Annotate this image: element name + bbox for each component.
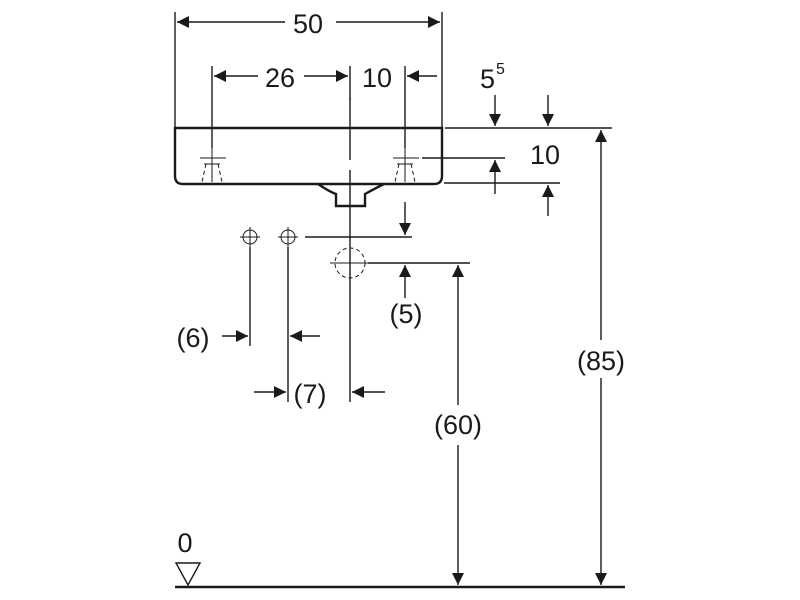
dimension-width-left: 26 [211,63,351,148]
dimension-tap-depth: 5 5 [422,61,612,194]
supply-point-right [278,227,298,402]
dimension-label: 26 [265,63,295,93]
dimension-label-exponent: 5 [496,61,505,78]
dimension-supply-offset: (5) [305,202,470,329]
dimension-supply-spacing-a: (6) [177,323,320,353]
basin-outline [173,98,444,282]
dimension-label: 0 [177,528,192,558]
dimension-label: 50 [293,9,323,39]
dimension-label: (85) [577,346,625,376]
dimension-label: 10 [362,63,392,93]
dimension-drain-height: (60) [434,265,482,585]
level-triangle-icon [174,562,202,587]
floor-level-marker: 0 [174,528,202,587]
tap-hole-right [393,148,419,183]
drain-spout [317,182,385,208]
supply-point-left [240,227,260,346]
dimension-width-right: 10 [362,63,437,148]
dimension-rim-height: (85) [577,130,625,585]
dimension-label: 10 [530,140,560,170]
dimension-label: (5) [390,299,423,329]
dimension-basin-height: 10 [444,95,560,216]
dimension-label: (6) [177,323,210,353]
dimension-width-total: 50 [174,9,443,128]
drain-point [330,247,370,402]
dimension-label: (60) [434,410,482,440]
dimension-label: (7) [294,379,327,409]
tap-hole-left [200,148,226,183]
dimension-label: 5 [480,64,495,94]
dimension-supply-spacing-b: (7) [254,379,385,409]
